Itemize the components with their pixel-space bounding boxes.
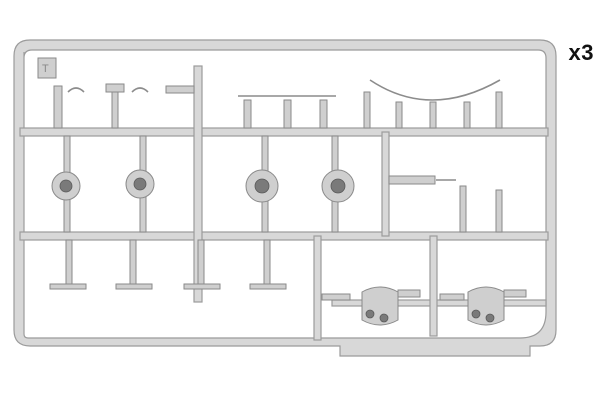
runner-vertical-2 [381, 131, 390, 237]
foot-parts [49, 239, 287, 290]
runner-top [19, 127, 549, 137]
lever-parts [388, 175, 503, 233]
small-bracket-parts [53, 83, 195, 129]
runner-vertical-4 [429, 235, 438, 337]
runner-vertical-1 [193, 65, 203, 303]
cover-parts [321, 286, 527, 326]
hub-parts [51, 135, 355, 233]
quantity-label: x3 [568, 40, 594, 65]
rod-parts-top [238, 79, 503, 129]
sprue-outer-frame [13, 39, 557, 357]
sprue-tag [37, 57, 57, 79]
runner-middle [19, 231, 549, 241]
sprue-letter: T [42, 63, 49, 75]
runner-vertical-3 [313, 235, 322, 341]
runner-lower-right [331, 299, 547, 307]
